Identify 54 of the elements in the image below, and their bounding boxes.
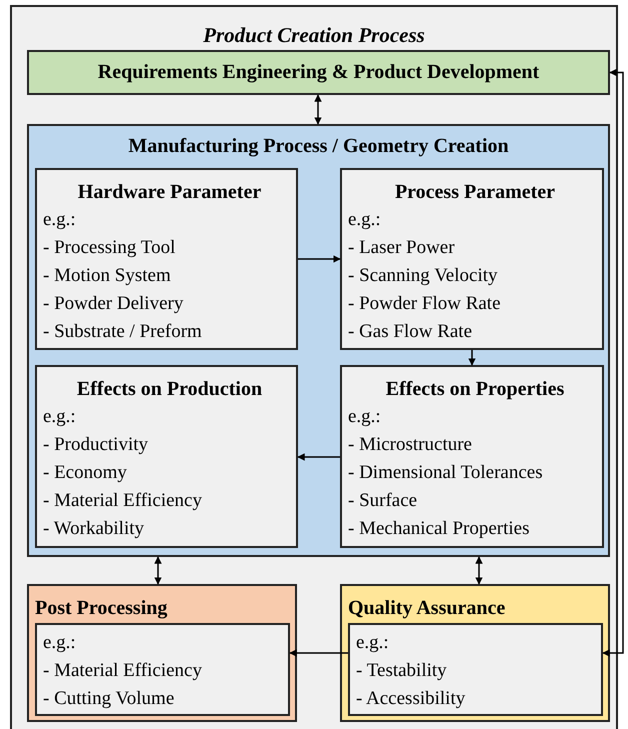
list-item: - Surface xyxy=(348,489,418,513)
arrow xyxy=(602,68,624,657)
list-item: - Substrate / Preform xyxy=(43,320,202,344)
group-panel xyxy=(27,124,610,557)
arrow xyxy=(298,255,341,263)
list-item: - Laser Power xyxy=(348,236,455,260)
heading: Process Parameter xyxy=(394,180,556,205)
effects-box xyxy=(35,365,298,548)
heading: Quality Assurance xyxy=(348,596,506,621)
example-box xyxy=(35,623,290,716)
list-item: - Processing Tool xyxy=(43,236,176,260)
frame-panel xyxy=(10,5,618,729)
list-item: - Testability xyxy=(356,659,447,683)
example-label: e.g.: xyxy=(43,631,76,655)
list-item: - Accessibility xyxy=(356,687,466,711)
heading: Requirements Engineering & Product Development xyxy=(98,60,540,85)
list-item: - Material Efficiency xyxy=(43,659,202,683)
list-item: - Economy xyxy=(43,461,127,485)
heading: Product Creation Process xyxy=(203,22,425,49)
example-label: e.g.: xyxy=(43,208,76,232)
arrow xyxy=(468,350,476,366)
process-box xyxy=(27,584,297,722)
parameter-box xyxy=(340,168,604,350)
heading: Effects on Properties xyxy=(386,377,564,402)
arrow xyxy=(297,453,340,461)
arrow xyxy=(314,94,322,125)
list-item: - Powder Flow Rate xyxy=(348,292,501,316)
list-item: - Material Efficiency xyxy=(43,489,202,513)
list-item: - Dimensional Tolerances xyxy=(348,461,543,485)
list-item: - Cutting Volume xyxy=(43,687,174,711)
process-box xyxy=(27,50,610,95)
arrow xyxy=(475,556,483,585)
heading: Hardware Parameter xyxy=(78,180,262,205)
heading: Manufacturing Process / Geometry Creation xyxy=(128,134,509,159)
effects-box xyxy=(340,365,604,548)
heading: Effects on Production xyxy=(76,377,262,402)
example-box xyxy=(348,623,603,716)
example-label: e.g.: xyxy=(356,631,389,655)
list-item: - Workability xyxy=(43,517,144,541)
arrow xyxy=(289,649,348,657)
example-label: e.g.: xyxy=(348,405,381,429)
list-item: - Motion System xyxy=(43,264,171,288)
process-box xyxy=(340,584,610,722)
list-item: - Mechanical Properties xyxy=(348,517,530,541)
example-label: e.g.: xyxy=(43,405,76,429)
arrow xyxy=(154,556,162,585)
list-item: - Gas Flow Rate xyxy=(348,320,472,344)
parameter-box xyxy=(35,168,298,350)
list-item: - Productivity xyxy=(43,433,148,457)
example-label: e.g.: xyxy=(348,208,381,232)
list-item: - Scanning Velocity xyxy=(348,264,498,288)
list-item: - Powder Delivery xyxy=(43,292,184,316)
heading: Post Processing xyxy=(35,596,168,621)
list-item: - Microstructure xyxy=(348,433,472,457)
